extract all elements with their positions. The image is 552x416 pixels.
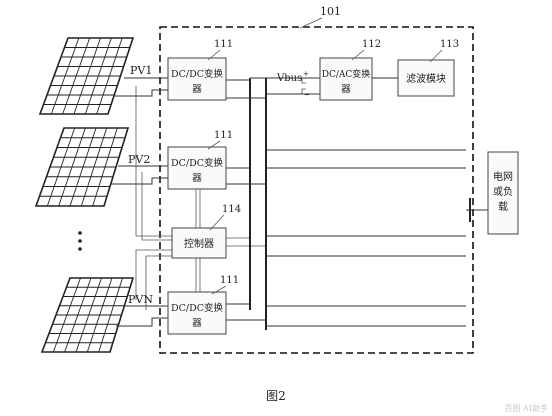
dcdc-converter-2: DC/DC变换 器 [167, 146, 227, 190]
dcdc-id-1: 111 [214, 39, 233, 50]
dcdc-id-n: 111 [220, 275, 239, 286]
pv-panel-n [40, 277, 135, 353]
svg-text:器: 器 [192, 318, 202, 329]
bus-extension [266, 149, 466, 327]
pv-wiring [110, 77, 168, 327]
vbus-label: Vbus [276, 73, 302, 84]
dcdc-id-2: 111 [214, 130, 233, 141]
svg-text:滤波模块: 滤波模块 [406, 72, 446, 85]
svg-text:DC/DC变换: DC/DC变换 [171, 68, 223, 80]
svg-text:器: 器 [192, 173, 202, 184]
svg-text:DC/DC变换: DC/DC变换 [171, 302, 223, 314]
controller-wiring [135, 86, 266, 310]
system-boundary [159, 26, 474, 354]
dcac-converter: DC/AC变换 器 [319, 57, 373, 101]
svg-text:DC/AC变换: DC/AC变换 [322, 68, 371, 80]
dcac-id: 112 [362, 39, 381, 50]
dcdc-converter-n: DC/DC变换 器 [167, 291, 227, 335]
svg-text:电网: 电网 [493, 170, 513, 183]
svg-text:控制器: 控制器 [184, 237, 214, 250]
vbus-minus: − [304, 91, 310, 99]
svg-text:器: 器 [192, 84, 202, 95]
dcdc-converter-1: DC/DC变换 器 [167, 57, 227, 101]
figure-caption: 图2 [266, 389, 286, 403]
more-panels-ellipsis [78, 231, 82, 251]
filter-id: 113 [440, 39, 459, 50]
vbus-plus: + [303, 70, 309, 78]
grid-or-load: 电网 或负 载 [487, 151, 519, 235]
pv-panel-2 [34, 127, 130, 207]
pv-panel-1 [38, 37, 135, 115]
dc-bus [226, 77, 320, 330]
pv1-label: PV1 [130, 64, 152, 77]
pvn-label: PVN [128, 293, 153, 306]
svg-text:DC/DC变换: DC/DC变换 [171, 157, 223, 169]
svg-text:或负: 或负 [493, 185, 513, 198]
controller-id: 114 [222, 204, 241, 215]
filter-module: 滤波模块 [397, 59, 455, 97]
svg-text:载: 载 [498, 201, 508, 213]
system-id-leader [299, 17, 323, 29]
svg-text:器: 器 [341, 84, 351, 95]
watermark: 百图 AI助手 [505, 403, 548, 413]
pv2-label: PV2 [128, 153, 150, 166]
system-id-label: 101 [320, 5, 341, 18]
controller: 控制器 [171, 227, 227, 259]
